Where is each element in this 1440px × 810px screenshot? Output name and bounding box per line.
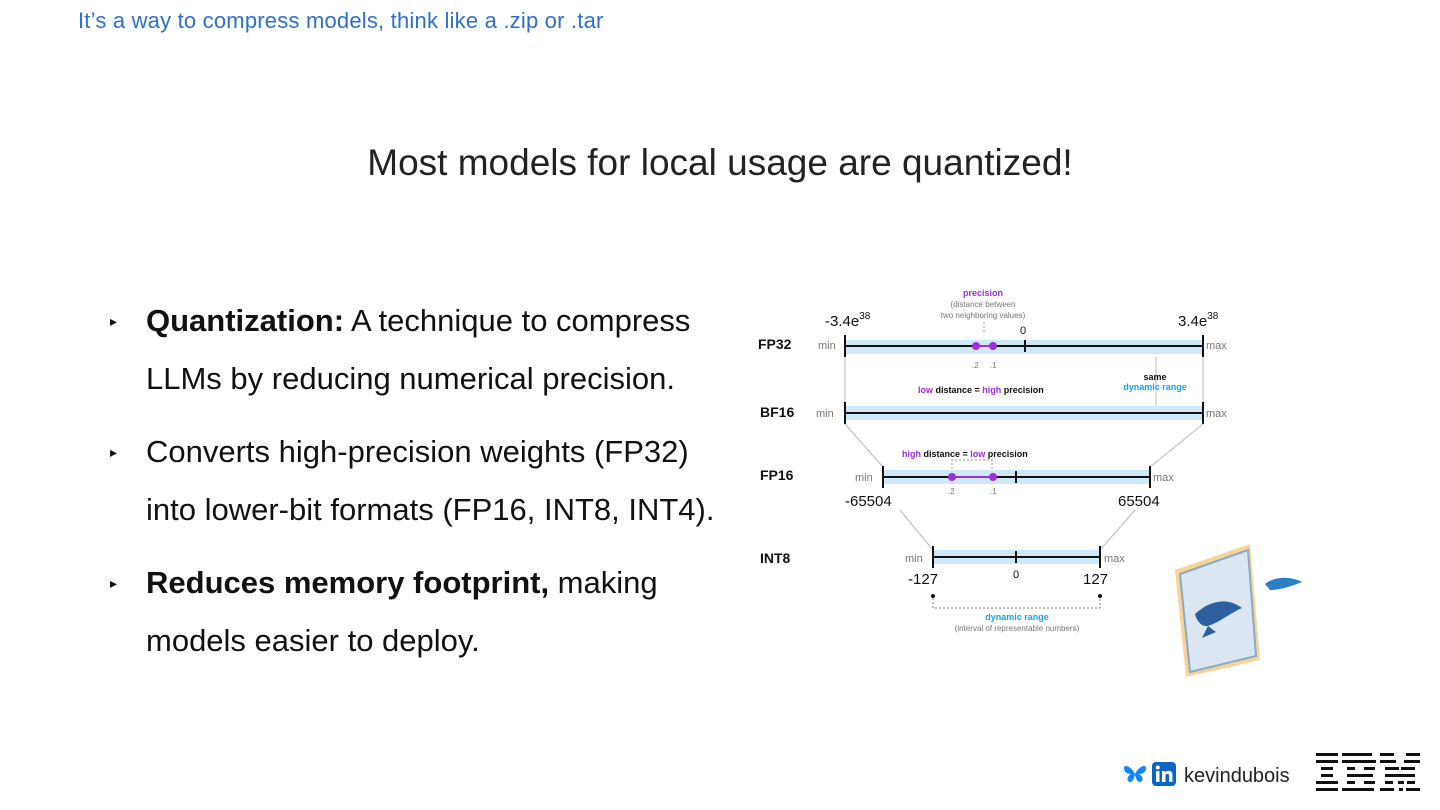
bf16-max-label: max [1206, 408, 1227, 420]
bf16-label: BF16 [760, 404, 794, 420]
fp16-min-label: min [855, 472, 873, 484]
bullet-marker-icon: ▸ [110, 313, 118, 329]
fp32-min-label: min [818, 340, 836, 352]
int8-max-value: 127 [1083, 571, 1108, 588]
butterfly-icon[interactable] [1122, 763, 1148, 790]
bullet-text: making models easier to deploy. [146, 565, 658, 658]
precision-note-2: two neighboring values) [941, 311, 1026, 320]
bullet-bold: Reduces memory footprint, [146, 565, 550, 600]
fp32-zero: 0 [1020, 325, 1026, 337]
int8-min-value: -127 [908, 571, 938, 588]
same-label: same [1143, 372, 1166, 382]
high-distance-note: high distance = low precision [902, 449, 1028, 459]
int8-zero: 0 [1013, 569, 1019, 581]
top-note: It’s a way to compress models, think lik… [78, 8, 604, 33]
fp16-point-2 [948, 473, 956, 481]
bullet-item: ▸ Converts high-precision weights (FP32)… [110, 423, 730, 539]
fp32-min-value: -3.4e38 [825, 311, 871, 330]
social-handle: kevindubois [1184, 765, 1290, 787]
bf16-min-label: min [816, 408, 834, 420]
bullet-text: A technique to compress LLMs by reducing… [146, 303, 691, 396]
precision-note-1: (distance between [951, 300, 1016, 309]
precision-heading: precision [963, 288, 1003, 298]
fp16-tick-1: .1 [990, 487, 997, 496]
fp32-point-2 [972, 342, 980, 350]
fp32-tick-1: .1 [990, 361, 997, 370]
bullet-marker-icon: ▸ [110, 444, 118, 460]
fp16-tick-2: .2 [948, 487, 955, 496]
bullet-item: ▸ Quantization: A technique to compress … [110, 292, 730, 408]
fp16-label: FP16 [760, 467, 794, 483]
fp16-min-value: -65504 [845, 493, 892, 510]
fp32-tick-2: .2 [972, 361, 979, 370]
low-distance-note: low distance = high precision [918, 385, 1044, 395]
fp32-max-value: 3.4e38 [1178, 311, 1219, 330]
dynamic-range-label: dynamic range [985, 612, 1049, 622]
bullet-bold: Quantization: [146, 303, 345, 338]
fp16-max-value: 65504 [1118, 493, 1160, 510]
fp32-label: FP32 [758, 336, 792, 352]
linkedin-icon[interactable] [1152, 762, 1176, 791]
fp32-max-label: max [1206, 340, 1227, 352]
int8-label: INT8 [760, 550, 791, 566]
bullet-marker-icon: ▸ [110, 575, 118, 591]
bullet-text: Converts high-precision weights (FP32) i… [146, 434, 715, 527]
fp16-max-label: max [1153, 472, 1174, 484]
bullet-list: ▸ Quantization: A technique to compress … [110, 292, 730, 685]
whale-frame-illustration [1175, 544, 1302, 677]
slide-title: Most models for local usage are quantize… [367, 142, 1073, 183]
ibm-logo [1316, 751, 1426, 800]
fp16-point-1 [989, 473, 997, 481]
fp32-point-1 [989, 342, 997, 350]
social-links: kevindubois [1122, 762, 1290, 791]
same-dynamic-range: dynamic range [1123, 382, 1187, 392]
int8-max-label: max [1104, 553, 1125, 565]
dynamic-range-note: (interval of representable numbers) [955, 624, 1080, 633]
bullet-item: ▸ Reduces memory footprint, making model… [110, 554, 730, 670]
int8-min-label: min [905, 553, 923, 565]
quantization-diagram: precision (distance between two neighbor… [758, 288, 1302, 677]
